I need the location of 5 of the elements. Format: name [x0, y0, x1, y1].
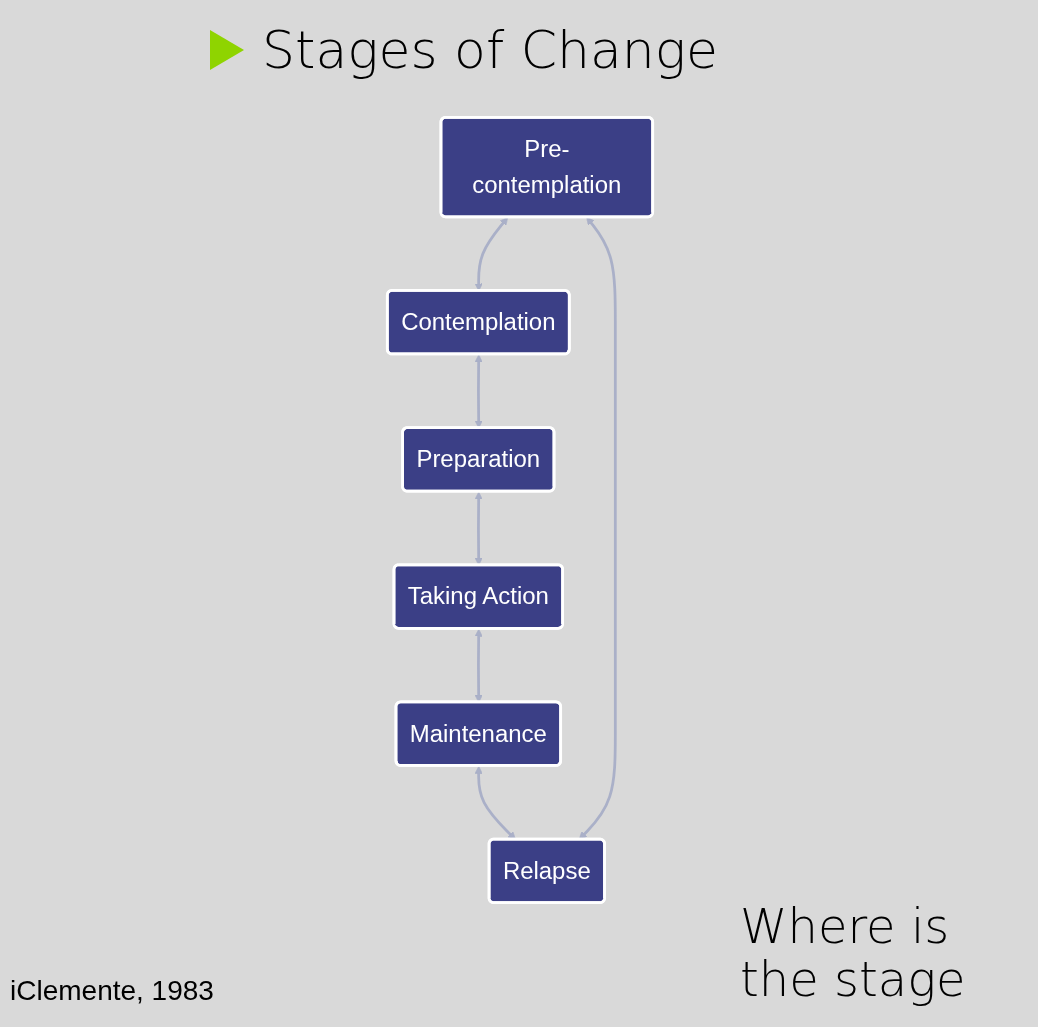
note: Where is the stage [740, 900, 967, 1006]
title: Stages of Change [262, 20, 718, 80]
arrow [474, 765, 516, 840]
citation: iClemente, 1983 [10, 975, 214, 1007]
arrow [578, 216, 617, 840]
